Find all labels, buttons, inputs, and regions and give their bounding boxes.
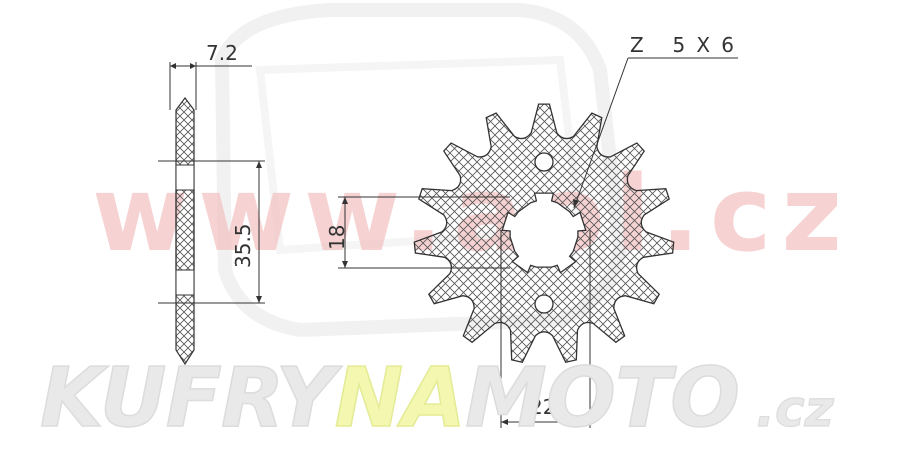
dimension-bolt-circle bbox=[158, 160, 265, 304]
sprocket-front-view bbox=[413, 103, 675, 363]
dimension-spline-outer bbox=[500, 230, 591, 428]
spline-inner-label: 18 bbox=[325, 225, 349, 250]
spline-bore bbox=[501, 192, 587, 274]
watermark-brand-part3: MOTO bbox=[465, 351, 740, 446]
watermark-brand-part1: KUFRY bbox=[40, 351, 343, 446]
watermark-brand: KUFRYNAMOTO .cz bbox=[39, 350, 835, 447]
bolt-circle-label: 35.5 bbox=[231, 223, 255, 268]
leader-spline-spec bbox=[573, 57, 738, 209]
sprocket-side-view bbox=[175, 97, 195, 366]
spline-outer-label: 22 bbox=[530, 395, 555, 419]
watermark-brand-part2: NA bbox=[335, 351, 466, 446]
bolt-hole-bottom bbox=[534, 294, 554, 314]
watermark-brand-tld: .cz bbox=[756, 380, 835, 438]
bolt-hole-top bbox=[534, 152, 554, 172]
spline-spec-label: Z 5X6 bbox=[630, 33, 734, 57]
svg-text:KUFRYNAMOTO: KUFRYNAMOTO bbox=[40, 351, 740, 446]
dimension-thickness bbox=[169, 62, 252, 110]
thickness-label: 7.2 bbox=[206, 41, 238, 65]
dimension-spline-inner bbox=[338, 196, 510, 269]
